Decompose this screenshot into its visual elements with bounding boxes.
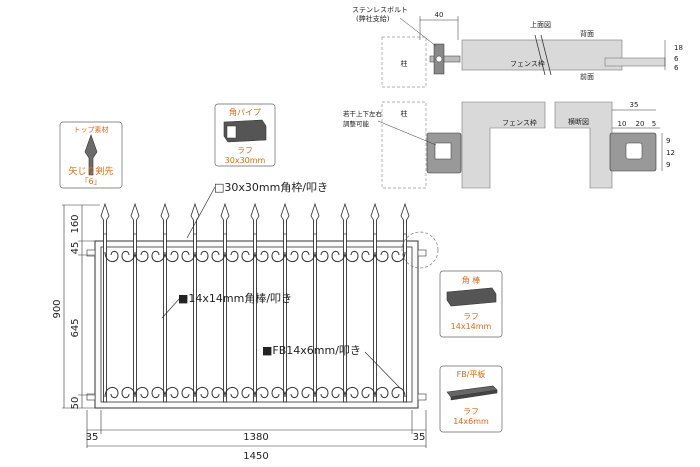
flat-bar-finish: ラフ (463, 407, 479, 416)
detail-elevation: 柱 フェンス枠 若干上下左右 調整可能 横断図 35 10 20 5 9 12 … (343, 101, 675, 189)
dim-20: 20 (636, 120, 645, 128)
square-pipe-size: 30x30mm (225, 156, 266, 165)
material-square-pipe: 角パイプ ラフ 30x30mm (214, 103, 276, 167)
material-top: トップ素材 矢じり剣先 「6」 (59, 121, 123, 189)
material-square-bar: 角 棒 ラフ 14x14mm (439, 270, 503, 338)
dim-6a: 6 (674, 55, 679, 63)
post2-label: 柱 (401, 109, 408, 118)
material-top-name: 矢じり剣先 (68, 165, 113, 177)
spear-tip-icon (84, 134, 98, 176)
left-dimensions (62, 204, 100, 409)
adjust-note-1: 若干上下左右 (343, 109, 383, 118)
spear-tops (100, 203, 410, 235)
detail-callout-circle (401, 231, 439, 269)
flat-bar-title: FB/平板 (457, 369, 486, 379)
fence-frame2-label: フェンス枠 (502, 118, 537, 127)
dim-6b: 6 (674, 64, 679, 72)
dim-12: 12 (666, 149, 675, 157)
material-top-code: 「6」 (80, 177, 101, 186)
material-flat-bar: FB/平板 ラフ 14x6mm (439, 365, 503, 433)
fb-label: ■FB14x6mm/叩き (262, 344, 361, 357)
dim-10: 10 (618, 120, 627, 128)
dim-9a: 9 (666, 137, 670, 145)
bolt-note: (弊社支給) (356, 14, 390, 23)
dim-45: 45 (70, 242, 81, 255)
square-bar-finish: ラフ (463, 312, 479, 321)
dim-160: 160 (70, 214, 81, 233)
vertical-bars (103, 217, 407, 403)
dim-1380: 1380 (243, 432, 268, 443)
frame-label: □30x30mm角枠/叩き (214, 180, 328, 194)
dim-5: 5 (652, 120, 656, 128)
square-pipe-finish: ラフ (237, 146, 253, 155)
top-view-label: 上面図 (530, 20, 551, 29)
dim-35-right: 35 (413, 432, 426, 443)
bottom-dimensions (86, 410, 427, 448)
material-top-title: トップ素材 (74, 125, 109, 134)
dim-645: 645 (70, 318, 81, 337)
post-label: 柱 (401, 59, 408, 68)
flat-bar-size: 14x6mm (453, 417, 489, 426)
bolt-label: ステンレスボルト (352, 6, 408, 14)
dim-35-detail: 35 (630, 101, 639, 109)
cross-section-label: 横断図 (568, 117, 589, 126)
dim-50: 50 (70, 397, 81, 410)
front-face-label: 前面 (580, 72, 594, 81)
dim-1450: 1450 (243, 451, 268, 462)
dim-18: 18 (674, 44, 683, 52)
fence-frame-label: フェンス枠 (510, 59, 545, 68)
square-pipe-title: 角パイプ (229, 107, 261, 117)
square-bar-size: 14x14mm (451, 322, 492, 331)
dim-900: 900 (52, 299, 63, 318)
back-face-label: 背面 (580, 29, 594, 38)
fence-elevation (86, 203, 439, 409)
dim-9b: 9 (666, 161, 670, 169)
detail-top-view: 柱 40 18 6 6 ステンレスボルト (弊社支給) 上面図 背面 前面 フェ… (352, 6, 683, 88)
dim-35-left: 35 (86, 432, 99, 443)
bar-label: ■14x14mm角棒/叩き (178, 291, 292, 305)
adjust-note-2: 調整可能 (343, 119, 370, 128)
square-bar-icon (446, 287, 497, 307)
dim-40: 40 (435, 11, 444, 19)
square-bar-title: 角 棒 (462, 275, 481, 285)
